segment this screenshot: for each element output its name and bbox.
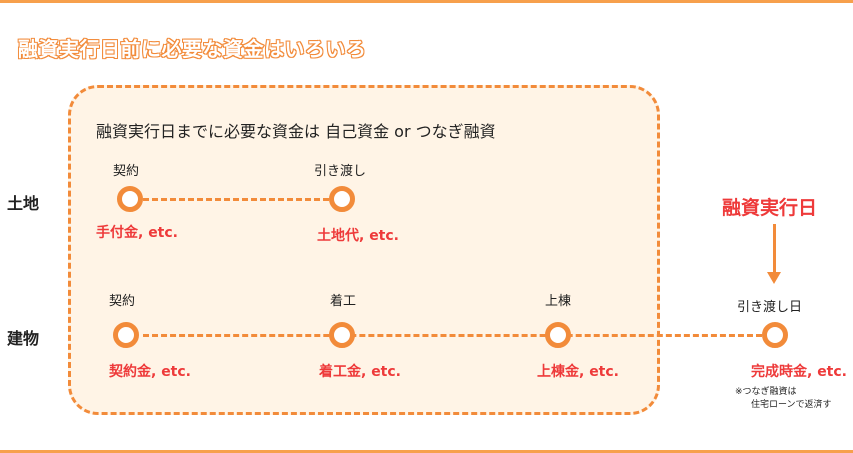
down-arrow-icon — [773, 224, 776, 274]
arrow-head-icon — [767, 272, 781, 284]
land-stage-contract: 契約 — [113, 164, 140, 179]
building-timeline-line — [143, 334, 762, 337]
building-stage-framing: 上棟 — [545, 294, 572, 309]
building-node-handover-day — [762, 322, 788, 348]
execution-day-label: 融資実行日 — [722, 197, 818, 219]
pre-funding-panel — [68, 85, 660, 415]
building-cost-completion: 完成時金, etc. — [751, 364, 847, 380]
building-cost-groundbreaking: 着工金, etc. — [319, 364, 401, 380]
panel-caption: 融資実行日までに必要な資金は 自己資金 or つなぎ融資 — [96, 122, 496, 141]
land-node-contract — [117, 186, 143, 212]
building-cost-framing: 上棟金, etc. — [537, 364, 619, 380]
building-stage-handover-day: 引き渡し日 — [737, 300, 803, 315]
building-node-contract — [113, 322, 139, 348]
land-cost-land-price: 土地代, etc. — [317, 228, 399, 244]
land-node-handover — [329, 186, 355, 212]
land-stage-handover: 引き渡し — [314, 164, 367, 179]
row-label-building: 建物 — [7, 329, 40, 348]
note-line-2: 住宅ローンで返済す — [751, 400, 832, 410]
building-cost-contract: 契約金, etc. — [109, 364, 191, 380]
building-stage-groundbreaking: 着工 — [330, 294, 357, 309]
diagram-title: 融資実行日前に必要な資金はいろいろ — [17, 36, 367, 62]
building-stage-contract: 契約 — [109, 294, 136, 309]
bridge-loan-note: ※つなぎ融資は 住宅ローンで返済す — [735, 386, 832, 412]
row-label-land: 土地 — [7, 194, 40, 213]
land-cost-deposit: 手付金, etc. — [96, 225, 178, 241]
land-timeline-line — [143, 198, 329, 201]
note-line-1: ※つなぎ融資は — [735, 387, 797, 397]
building-node-groundbreaking — [329, 322, 355, 348]
building-node-framing — [545, 322, 571, 348]
